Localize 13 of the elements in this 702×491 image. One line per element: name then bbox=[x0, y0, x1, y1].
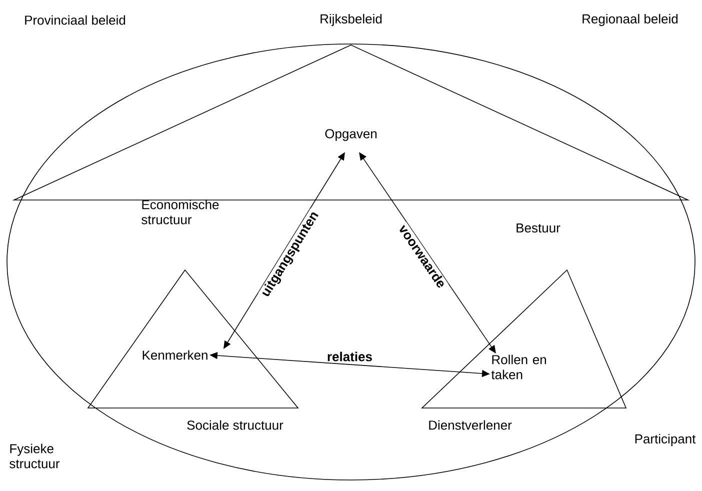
label: Bestuur bbox=[516, 223, 560, 233]
node-text: Opgaven bbox=[325, 129, 377, 141]
label: Economische structuur bbox=[142, 200, 219, 224]
label: Regionaal beleid bbox=[582, 14, 678, 26]
node-text: Kenmerken bbox=[142, 350, 208, 360]
label: Fysieke structuur bbox=[10, 444, 60, 468]
label: Dienstverlener bbox=[429, 420, 512, 430]
edge-label: relaties bbox=[328, 352, 372, 362]
label: Participant bbox=[635, 434, 696, 446]
label: Rijksbeleid bbox=[320, 14, 382, 26]
label: Provinciaal beleid bbox=[25, 15, 126, 25]
label: Sociale structuur bbox=[187, 420, 284, 430]
node-text: Rollen en taken bbox=[491, 354, 546, 380]
